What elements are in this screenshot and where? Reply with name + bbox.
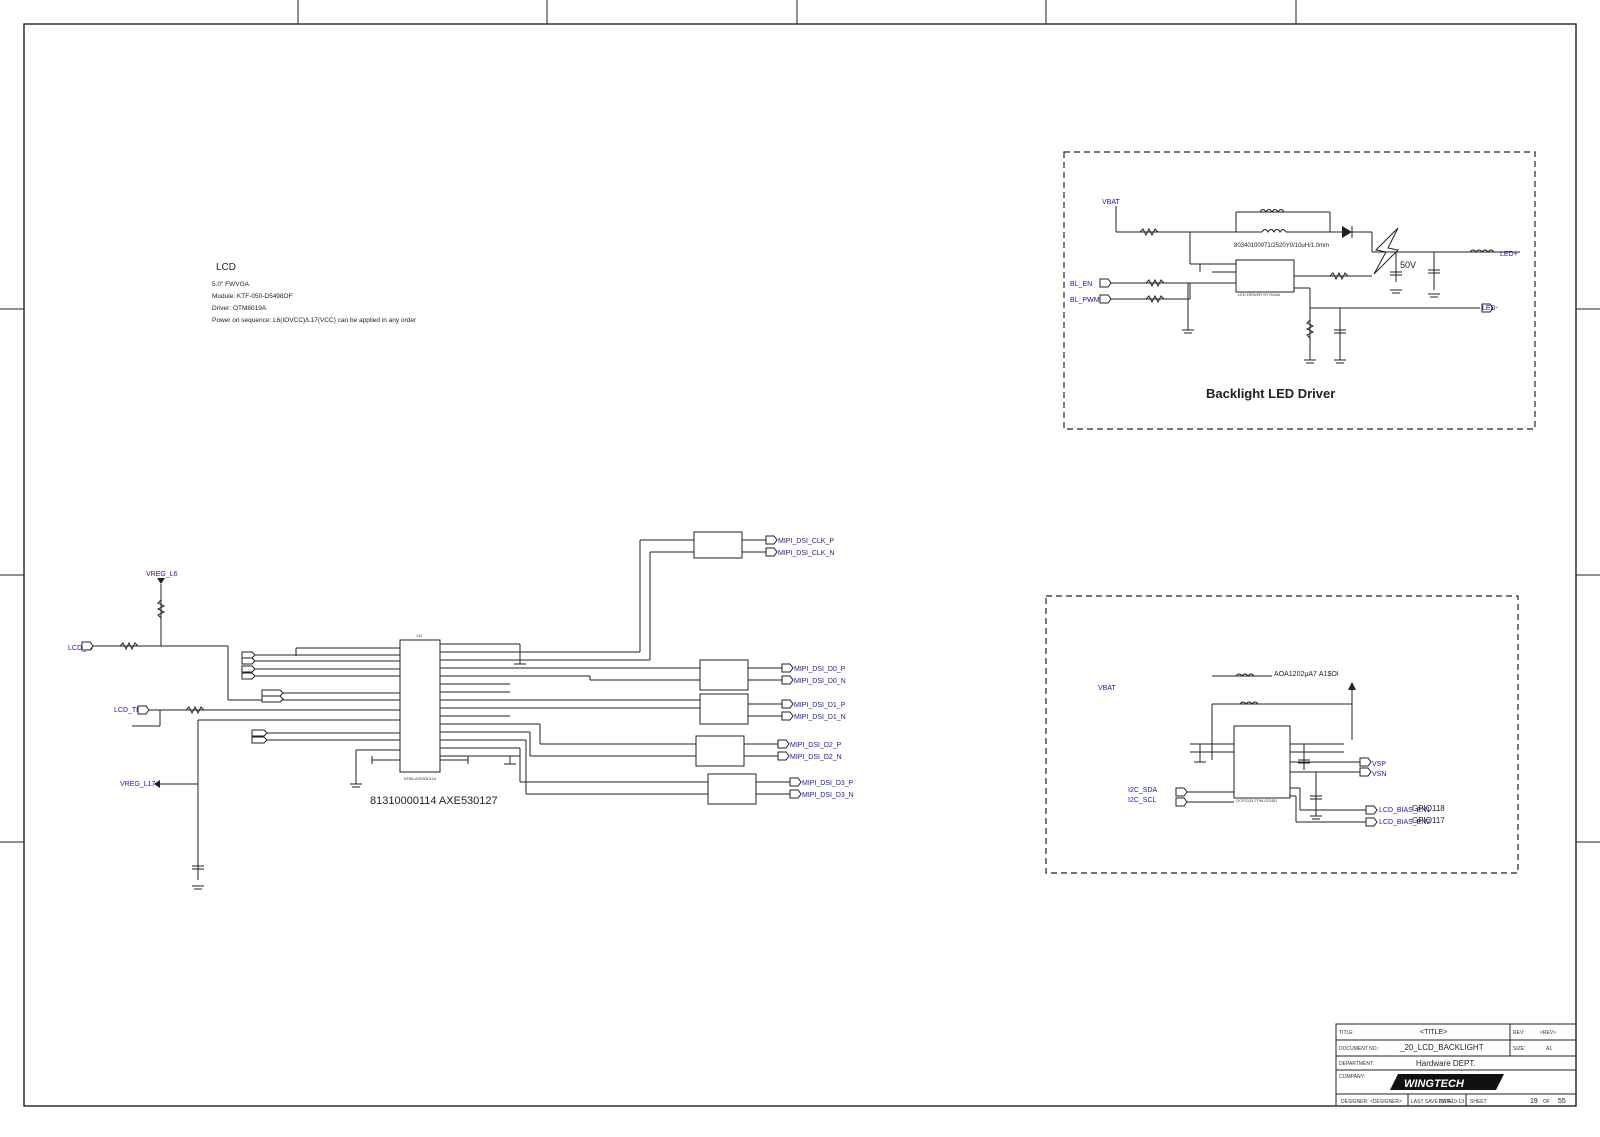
net-lcd-te: LCD_TE — [114, 707, 141, 714]
tb-title-label: TITLE: — [1339, 1030, 1354, 1036]
bl-part-note: 80340100071/2520Y0/10uH/1.0mm — [1234, 243, 1329, 249]
tb-date-value: 2014-10-13 — [1438, 1099, 1464, 1105]
lcd-note-line: Power on sequence: L6(IOVCC)/L17(VCC) ca… — [212, 317, 417, 324]
bl-voltage: 50V — [1400, 260, 1416, 270]
net-bead4-b: MIPI_DSI_D2_N — [790, 754, 842, 761]
connector-sub: KF86-AXE530124 — [404, 776, 437, 781]
gpio-117-label: GPIO117 — [1412, 816, 1445, 825]
net-bead4-a: MIPI_DSI_D2_P — [790, 742, 842, 749]
sheet-border — [0, 0, 1600, 1107]
net-bl-out: LED+ — [1500, 251, 1518, 258]
net-bl-vin: VBAT — [1102, 199, 1120, 206]
bias-ic-label: OCP2131 TPM-G015D — [1236, 798, 1277, 803]
tb-dept-value: Hardware DEPT. — [1416, 1059, 1476, 1068]
net-bead2-b: MIPI_DSI_D0_N — [794, 678, 846, 685]
lcd-note-line: 5.0" FWVGA — [212, 281, 250, 288]
net-bl-pwm: BL_PWM — [1070, 297, 1100, 304]
net-b2-sda: I2C_SDA — [1128, 787, 1158, 794]
net-bead3-a: MIPI_DSI_D1_P — [794, 702, 846, 709]
lcd-notes: LCD 5.0" FWVGA Module: KTF-050-D5498OF D… — [212, 262, 417, 324]
tb-docno-label: DOCUMENT NO.: — [1339, 1046, 1379, 1052]
lcd-note-title: LCD — [216, 262, 236, 273]
bl-ic-label: LED DRIVER SY7519A — [1238, 292, 1280, 297]
lcd-note-line: Driver: OTM8019A — [212, 305, 267, 312]
tb-designer-label: DESIGNER: — [1341, 1099, 1369, 1105]
net-bl-en: BL_EN — [1070, 281, 1092, 288]
net-lcd-bottom: VREG_L17 — [120, 781, 156, 788]
tb-size-label: SIZE: — [1513, 1046, 1526, 1052]
tb-size-value: A1 — [1546, 1046, 1552, 1052]
tb-title-value: <TITLE> — [1420, 1029, 1447, 1036]
net-b2-vsn: VSN — [1372, 771, 1386, 778]
tb-rev-value: <REV> — [1540, 1030, 1556, 1036]
connector-caption: 81310000114 AXE530127 — [370, 795, 498, 807]
net-lcd-top: VREG_L6 — [146, 571, 178, 578]
net-bead2-a: MIPI_DSI_D0_P — [794, 666, 846, 673]
net-bead3-b: MIPI_DSI_D1_N — [794, 714, 846, 721]
lcd-connector-section: VREG_L6 LCD_ID LCD_TE VREG_L17 — [68, 531, 854, 890]
bias-header: AOA1202μA7 A1$OI — [1274, 671, 1339, 678]
net-bead5-b: MIPI_DSI_D3_N — [802, 792, 854, 799]
tb-docno-value: _20_LCD_BACKLIGHT — [1399, 1043, 1484, 1052]
wingtech-logo: WINGTECH — [1390, 1074, 1504, 1090]
tb-company-value: WINGTECH — [1404, 1078, 1465, 1090]
net-b2-scl: I2C_SCL — [1128, 797, 1157, 804]
title-block: TITLE: <TITLE> REV: <REV> DOCUMENT NO.: … — [1335, 1023, 1577, 1107]
bias-supply-block: AOA1202μA7 A1$OI VBAT OCP2131 TPM-G015D … — [1045, 595, 1519, 874]
net-bead1-b: MIPI_DSI_CLK_N — [778, 550, 834, 557]
connector-left-tags — [241, 651, 284, 744]
tb-rev-label: REV: — [1513, 1030, 1524, 1036]
tb-company-label: COMPANY: — [1339, 1074, 1365, 1080]
gpio-118-label: GPIO118 — [1412, 804, 1445, 813]
tb-date-label: LAST SAVE DATE: — [1411, 1099, 1454, 1105]
backlight-title: Backlight LED Driver — [1206, 386, 1335, 401]
net-b2-en2: LCD_BIAS_EN2 — [1379, 819, 1430, 826]
net-b2-en1: LCD_BIAS_EN1 — [1379, 807, 1430, 814]
tb-sheet-value: 19 — [1530, 1098, 1538, 1105]
tb-sheet-label: SHEET — [1470, 1099, 1487, 1105]
tb-dept-label: DEPARTMENT: — [1339, 1061, 1374, 1067]
backlight-driver-block: Backlight LED Driver VBAT 80340100071/25… — [1063, 151, 1536, 430]
net-bead1-a: MIPI_DSI_CLK_P — [778, 538, 834, 545]
net-lcd-id: LCD_ID — [68, 645, 93, 652]
net-b2-vcc: VBAT — [1098, 685, 1116, 692]
tb-designer-value: <DESIGNER> — [1370, 1099, 1402, 1105]
net-b2-vsp: VSP — [1372, 761, 1386, 768]
tb-of-value: 55 — [1558, 1098, 1566, 1105]
net-bl-fb: LED- — [1482, 305, 1499, 312]
tb-of-label: OF — [1543, 1099, 1550, 1105]
net-bead5-a: MIPI_DSI_D3_P — [802, 780, 854, 787]
connector-ref: J11 — [416, 633, 423, 638]
lcd-note-line: Module: KTF-050-D5498OF — [212, 293, 293, 300]
